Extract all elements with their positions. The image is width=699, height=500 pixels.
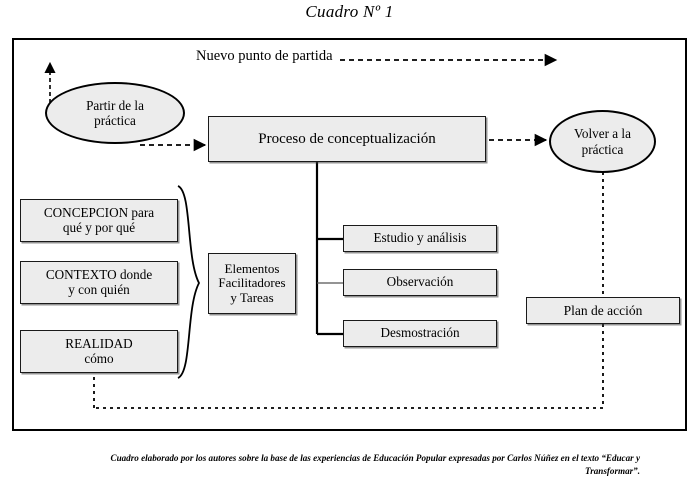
caption-line-2: Transformar”. [585, 466, 640, 477]
node-label: Elementos Facilitadores y Tareas [218, 260, 286, 305]
node-realidad[interactable]: REALIDAD cómo [20, 330, 178, 373]
node-label: CONTEXTO donde y con quién [45, 266, 153, 297]
node-label: Plan de acción [563, 302, 643, 318]
node-label: REALIDAD cómo [65, 335, 133, 366]
node-label: Partir de la práctica [86, 97, 144, 128]
node-label: Observación [386, 274, 454, 290]
node-label: Desmostración [380, 325, 460, 341]
label-nuevo-punto-de-partida: Nuevo punto de partida [196, 48, 333, 64]
node-contexto[interactable]: CONTEXTO donde y con quién [20, 261, 178, 304]
figure-caption: Cuadro elaborado por los autores sobre l… [60, 452, 640, 478]
caption-line-1: Cuadro elaborado por los autores sobre l… [110, 453, 640, 463]
node-observacion[interactable]: Observación [343, 269, 497, 296]
node-label: Estudio y análisis [373, 230, 467, 246]
figure-title: Cuadro Nº 1 [305, 2, 394, 21]
node-plan-de-accion[interactable]: Plan de acción [526, 297, 680, 324]
node-volver-a-la-practica[interactable]: Volver a la práctica [549, 110, 656, 173]
node-elementos-facilitadores-y-tareas[interactable]: Elementos Facilitadores y Tareas [208, 253, 296, 314]
node-label: Volver a la práctica [574, 126, 631, 157]
node-desmostracion[interactable]: Desmostración [343, 320, 497, 347]
node-label: CONCEPCION para qué y por qué [43, 204, 155, 235]
node-concepcion[interactable]: CONCEPCION para qué y por qué [20, 199, 178, 242]
node-label: Proceso de conceptualización [258, 130, 436, 147]
node-proceso-de-conceptualizacion[interactable]: Proceso de conceptualización [208, 116, 486, 162]
node-partir-de-la-practica[interactable]: Partir de la práctica [45, 82, 185, 144]
node-estudio-y-analisis[interactable]: Estudio y análisis [343, 225, 497, 252]
